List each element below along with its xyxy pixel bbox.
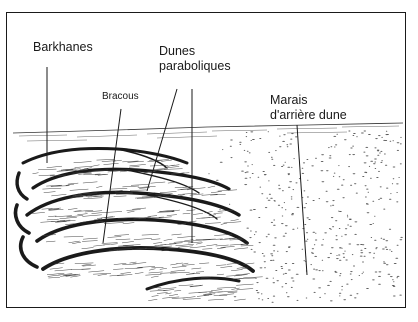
label-marais-line2: d'arrière dune	[270, 108, 347, 123]
label-bracous: Bracous	[102, 91, 139, 103]
leader-dunes-1	[147, 89, 177, 191]
label-dunes-line1: Dunes	[159, 44, 231, 59]
label-marais: Marais d'arrière dune	[270, 93, 347, 124]
label-barkhanes: Barkhanes	[33, 40, 93, 55]
diagram-frame: Barkhanes Bracous Dunes paraboliques Mar…	[6, 12, 406, 308]
label-dunes-line2: paraboliques	[159, 59, 231, 74]
horizon	[13, 123, 403, 133]
distant-hatching	[19, 126, 399, 141]
label-dunes-paraboliques: Dunes paraboliques	[159, 44, 231, 75]
marsh-stipple	[208, 131, 402, 303]
label-marais-line1: Marais	[270, 93, 347, 108]
leader-marais	[297, 125, 307, 275]
